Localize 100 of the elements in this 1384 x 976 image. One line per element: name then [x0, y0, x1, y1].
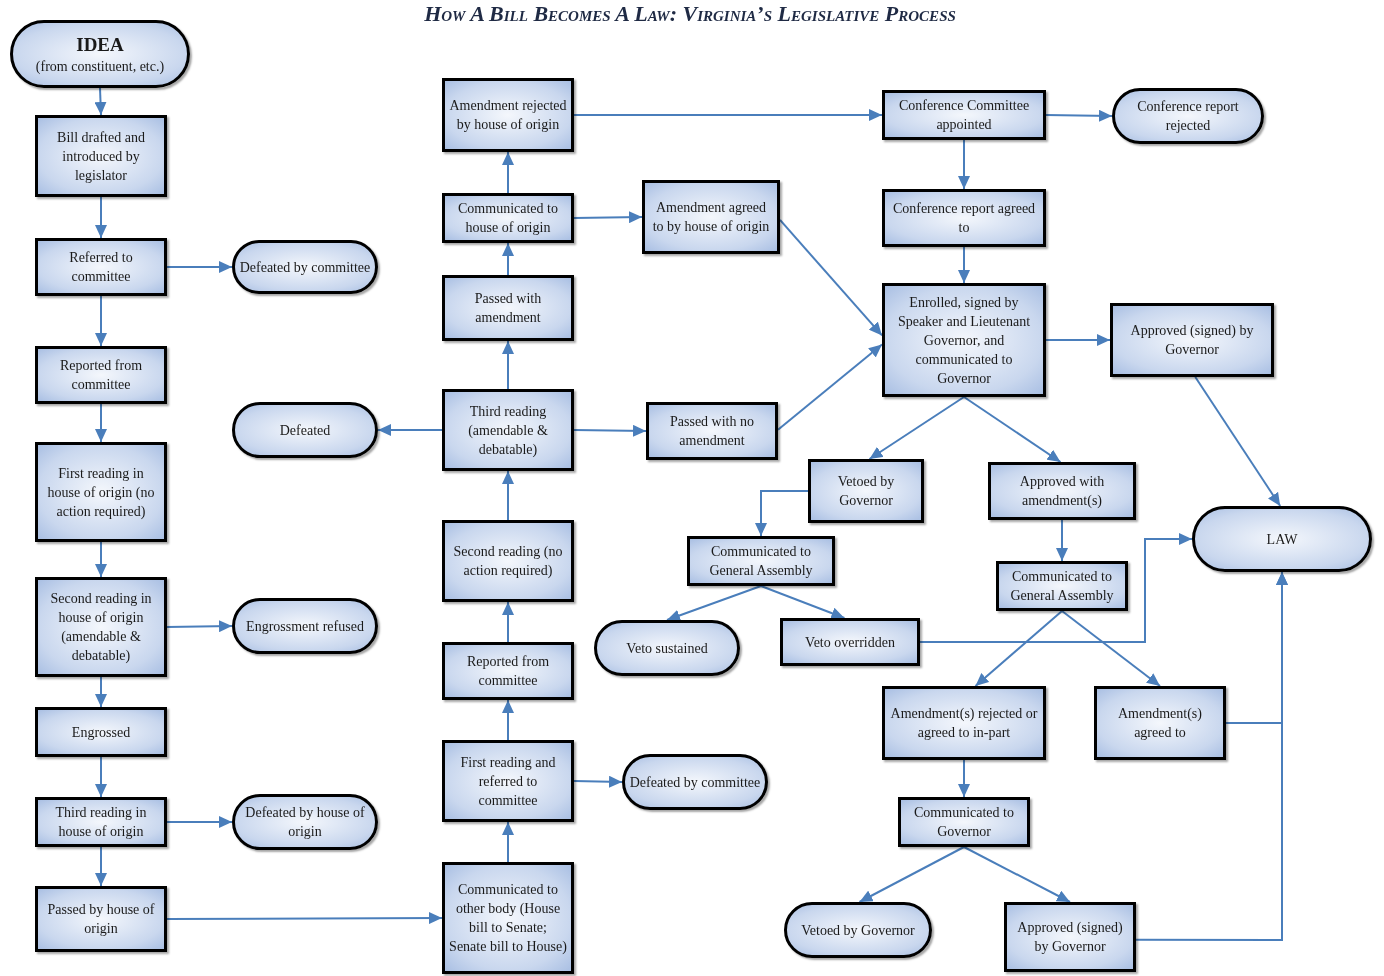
process-box	[35, 238, 167, 296]
node-label: Enrolled, signed by Speaker and Lieutenant Governor, and communicated to Governor	[896, 293, 1032, 388]
terminal-pill	[594, 620, 740, 676]
arrow	[502, 601, 514, 643]
arrow	[958, 139, 970, 190]
node-label: Defeated by house of origin	[244, 804, 366, 841]
process-box	[35, 707, 167, 757]
arrow	[573, 211, 643, 224]
process-box	[1004, 902, 1136, 972]
arrow	[963, 396, 1062, 463]
arrow	[502, 242, 514, 276]
node-label: Third reading in house of origin	[54, 804, 148, 841]
arrow	[95, 676, 107, 708]
node-label: Amendment agreed to by house of origin	[651, 199, 771, 236]
process-box	[988, 462, 1136, 520]
node-label: Third reading (amendable & debatable)	[467, 402, 549, 459]
arrow	[777, 343, 883, 431]
node-label: Engrossment refused	[246, 617, 364, 636]
process-box	[780, 618, 920, 666]
process-box	[1094, 686, 1226, 760]
node-label: Passed by house of origin	[46, 901, 156, 938]
terminal-pill	[232, 402, 378, 458]
process-box	[996, 561, 1128, 611]
node-heading: IDEA	[76, 32, 124, 57]
process-box	[882, 90, 1046, 140]
arrow	[779, 218, 883, 337]
arrow	[502, 699, 514, 741]
node-label: LAW	[1266, 530, 1298, 549]
process-box	[35, 886, 167, 952]
node-label: Approved with amendment(s)	[1018, 473, 1106, 510]
process-box	[35, 346, 167, 404]
node-label: Amendment(s) agreed to	[1117, 705, 1203, 742]
terminal-pill	[232, 794, 378, 850]
process-box	[442, 193, 574, 243]
node-label: Communicated to General Assembly	[1009, 568, 1115, 605]
node-label: First reading in house of origin (no action required)	[46, 464, 156, 521]
node-label: (from constituent, etc.)	[35, 57, 165, 76]
arrow	[1061, 610, 1161, 687]
node-label: Communicated to house of origin	[457, 200, 559, 237]
node-label: Defeated	[279, 421, 331, 440]
node-label: Referred to committee	[68, 249, 134, 286]
arrow	[755, 490, 809, 537]
arrow	[166, 261, 233, 273]
node-label: Second reading in house of origin (amendable & debatable)	[49, 590, 153, 665]
node-label: Vetoed by Governor	[836, 473, 896, 510]
node-label: Reported from committee	[59, 357, 143, 394]
process-box	[442, 740, 574, 822]
process-box	[442, 275, 574, 341]
arrow	[666, 585, 762, 622]
arrow	[868, 396, 965, 460]
arrow	[1194, 376, 1282, 507]
arrow	[974, 610, 1063, 687]
arrow	[502, 470, 514, 521]
node-label: Communicated to other body (House bill to Senate; Senate bill to House)	[449, 881, 567, 956]
process-box	[35, 797, 167, 847]
arrow	[377, 424, 443, 436]
arrow	[1135, 571, 1288, 941]
terminal-pill	[622, 754, 768, 810]
node-label: Communicated to Governor	[913, 804, 1015, 841]
arrow	[95, 196, 107, 239]
process-box	[898, 797, 1030, 847]
node-label: Veto overridden	[805, 633, 895, 652]
process-box	[35, 442, 167, 542]
process-box	[1110, 303, 1274, 377]
arrow	[958, 759, 970, 798]
arrow	[95, 541, 107, 578]
process-box	[882, 283, 1046, 397]
node-label: Defeated by committee	[239, 258, 371, 277]
arrow	[94, 87, 107, 116]
node-label: Amendment rejected by house of origin	[449, 97, 567, 134]
arrow	[573, 424, 647, 437]
node-label: Passed with no amendment	[669, 413, 755, 450]
process-box	[642, 180, 780, 254]
arrow	[95, 295, 107, 347]
node-label: Conference report agreed to	[891, 200, 1037, 237]
arrow	[1045, 334, 1111, 346]
node-label: Reported from committee	[466, 653, 550, 690]
arrow	[1056, 519, 1068, 562]
arrow	[95, 756, 107, 798]
process-box	[442, 642, 574, 700]
arrow	[573, 775, 623, 788]
node-label: Second reading (no action required)	[452, 543, 564, 580]
diagram-title: How A Bill Becomes A Law: Virginia’s Legislative Process	[423, 0, 957, 28]
node-label: First reading and referred to committee	[459, 753, 557, 810]
arrow	[166, 816, 233, 828]
terminal-pill	[10, 20, 190, 88]
arrow	[95, 846, 107, 887]
terminal-pill	[232, 240, 378, 294]
arrow	[502, 151, 514, 194]
arrow	[95, 403, 107, 443]
terminal-pill	[784, 902, 932, 958]
terminal-pill	[1192, 506, 1372, 572]
node-label: Conference report rejected	[1136, 98, 1240, 135]
node-label: Amendment(s) rejected or agreed to in-part	[889, 705, 1039, 742]
node-label: Approved (signed) by Governor	[1016, 919, 1124, 956]
process-box	[35, 577, 167, 677]
process-box	[442, 862, 574, 974]
node-label: Passed with amendment	[473, 290, 543, 327]
process-box	[442, 520, 574, 602]
node-label: Communicated to General Assembly	[708, 543, 814, 580]
